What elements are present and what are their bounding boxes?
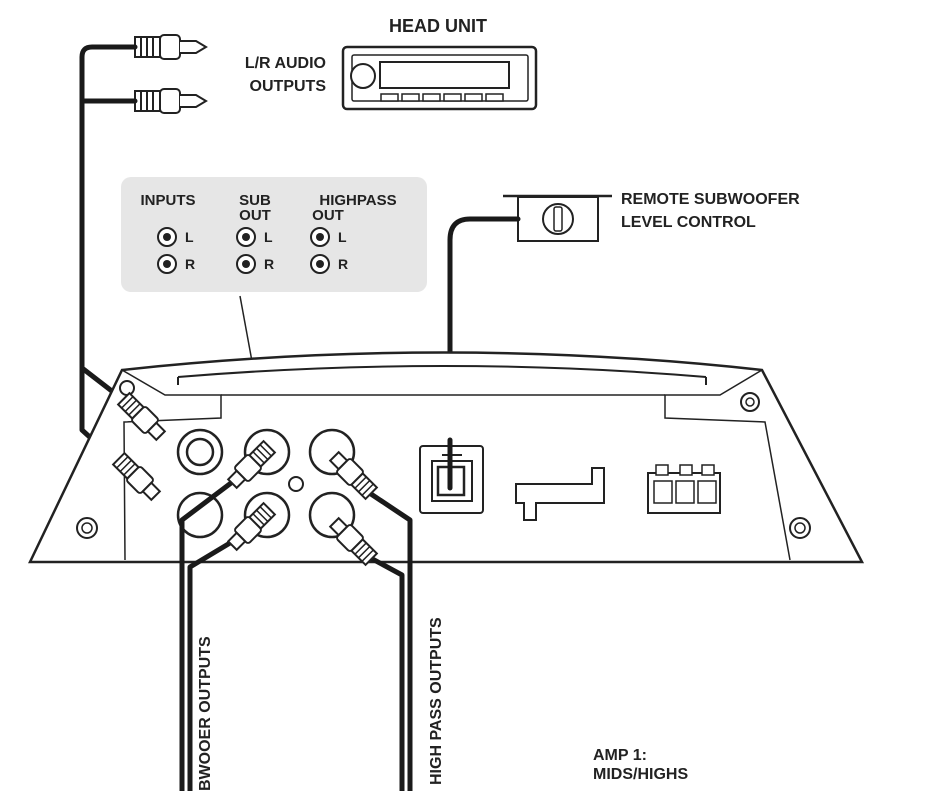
panel-highpass-label-2: OUT [312,207,344,224]
rca-plug-top-left [134,34,208,60]
input-plug-upper [116,391,167,442]
head-unit-buttons [380,93,504,102]
amp-label: AMP 1: [593,747,647,764]
panel-l-label: L [264,229,273,245]
lr-audio-label-2: OUTPUTS [250,78,327,95]
panel-inputs-label: INPUTS [140,192,195,209]
screw-icon [81,522,93,534]
panel-jack-icon [163,260,171,268]
panel-sub-label: SUB [239,192,271,209]
head-unit-display [379,61,510,89]
head-unit-title: HEAD UNIT [389,16,487,36]
panel-r-label: R [338,256,348,272]
sub-plug-upper [226,439,277,490]
connector-panel: INPUTS SUB OUT HIGHPASS OUT L L L R R R [121,177,427,292]
power-connector [647,464,721,514]
head-unit: HEAD UNIT L/R AUDIO OUTPUTS [245,16,538,111]
head-unit-knob [350,63,376,89]
panel-jack-icon [242,260,250,268]
rca-plug-top-right [134,88,208,114]
panel-jack-icon [316,233,324,241]
remote-level-control: REMOTE SUBWOOFER LEVEL CONTROL [503,191,800,242]
panel-jack-icon [316,260,324,268]
panel-r-label: R [264,256,274,272]
input-plug-lower [111,451,162,502]
input-cable-left [79,44,138,405]
panel-sub-label-2: OUT [239,207,271,224]
led-icon [288,476,304,492]
panel-l-label: L [338,229,347,245]
fuse-slot [515,467,605,521]
highpass-outputs-label: HIGH PASS OUTPUTS [428,617,445,785]
hp-cable-2 [362,552,405,791]
panel-r-label: R [185,256,195,272]
panel-highpass-label: HIGHPASS [319,192,396,209]
hp-cable-1 [362,487,413,791]
remote-label-2: LEVEL CONTROL [621,214,756,231]
amplifier [28,351,865,564]
lr-audio-label: L/R AUDIO [245,55,326,72]
remote-label: REMOTE SUBWOOFER [621,191,800,208]
screw-icon [794,522,806,534]
amp-label-2: MIDS/HIGHS [593,766,688,783]
hp-plug-upper [328,450,379,501]
screw-icon [745,397,755,407]
sub-cable-1 [179,477,238,791]
panel-jack-icon [163,233,171,241]
hp-plug-lower [328,516,379,567]
sub-plug-lower [226,501,277,552]
sub-cable-2 [187,537,238,791]
panel-jack-icon [242,233,250,241]
sub-outputs-label: BWOOER OUTPUTS [197,636,214,791]
remote-cable [447,216,521,491]
panel-l-label: L [185,229,194,245]
